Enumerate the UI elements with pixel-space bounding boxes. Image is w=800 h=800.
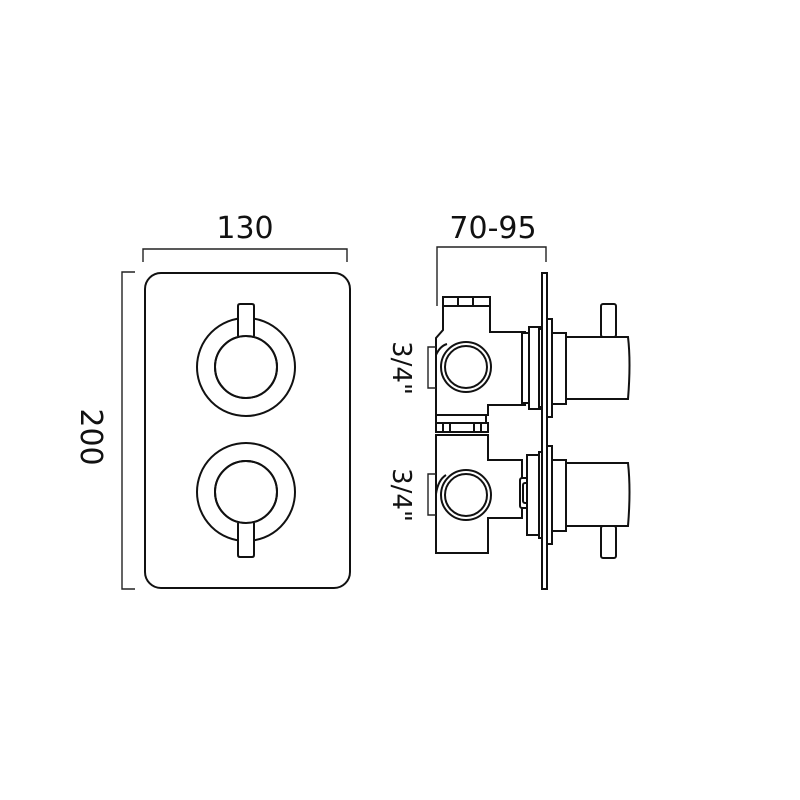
side-view: 70-95 (386, 211, 631, 590)
depth-dimension: 70-95 (436, 211, 547, 306)
upper-valve-body (435, 296, 631, 424)
lower-valve-body (435, 434, 631, 559)
middle-junction (435, 422, 489, 433)
lower-inlet-dimension: 3/4" (386, 468, 436, 522)
front-view: 130 200 (73, 211, 351, 590)
lower-inlet-label: 3/4" (386, 468, 416, 522)
upper-inlet-label: 3/4" (386, 341, 416, 395)
height-dimension: 200 (73, 271, 135, 590)
front-plate (144, 272, 351, 589)
depth-label: 70-95 (449, 211, 536, 246)
width-dimension: 130 (142, 211, 348, 262)
height-label: 200 (73, 408, 108, 465)
top-control-handle (196, 303, 296, 417)
wall-plate (541, 272, 548, 590)
upper-inlet-dimension: 3/4" (386, 341, 436, 395)
bottom-control-handle (196, 442, 296, 558)
width-label: 130 (216, 211, 273, 246)
